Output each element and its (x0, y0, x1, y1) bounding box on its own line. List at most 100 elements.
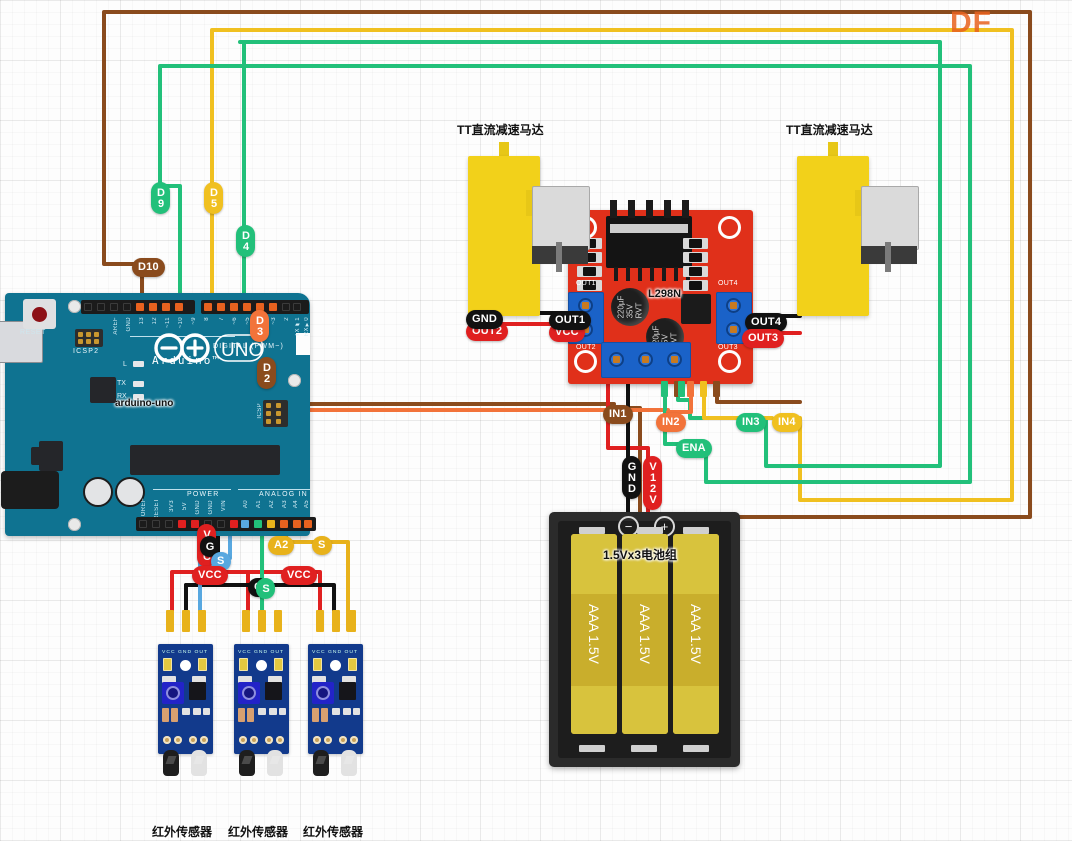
pin-vcc[interactable] (242, 610, 250, 632)
freewheel-diode (577, 266, 602, 277)
wire-tag-out4[interactable]: OUT4 (745, 313, 788, 332)
logic-pin-enb[interactable] (713, 381, 720, 397)
digital-header-low[interactable] (201, 300, 309, 314)
terminal-screw-5v[interactable] (667, 352, 682, 367)
wire-tag-out3[interactable]: OUT3 (742, 329, 785, 348)
freewheel-diode (683, 238, 708, 249)
reset-button[interactable] (23, 299, 56, 329)
smd-cap (238, 708, 245, 722)
pin-vcc[interactable] (166, 610, 174, 632)
heatsink-fin (682, 200, 689, 218)
ir-sensor-2[interactable]: VCC GND OUT (234, 610, 289, 776)
smd-resistor (279, 708, 286, 715)
pin-gnd[interactable] (182, 610, 190, 632)
wire-tag-in4[interactable]: IN4 (772, 413, 802, 432)
sensor1-caption: 红外传感器 (152, 825, 213, 839)
terminal-screw[interactable] (578, 298, 593, 313)
ir-emitter-led (313, 750, 329, 776)
wire-tag-a2[interactable]: A2 (268, 536, 295, 555)
wire-tag-ena[interactable]: ENA (676, 439, 712, 458)
terminal-screw-12v[interactable] (609, 352, 624, 367)
ir-sensor-3[interactable]: VCC GND OUT (308, 610, 363, 776)
wire-tag-in2[interactable]: IN2 (656, 413, 686, 432)
arduino-board-name: arduino-uno (115, 398, 174, 409)
logic-pin-ena[interactable] (661, 381, 668, 397)
digital-header-high[interactable] (81, 300, 195, 314)
heatsink-fin (628, 200, 635, 218)
pin-label-d3: ~3 (271, 317, 277, 325)
terminal-screw[interactable] (726, 322, 741, 337)
wire-tag-s-b[interactable]: S (256, 578, 275, 599)
wire-tag-d3[interactable]: D3 (250, 310, 269, 342)
pin-label-rx0: RX▼0 (304, 317, 310, 337)
pin-out[interactable] (348, 610, 356, 632)
wire-tag-gnd-motor-left[interactable]: GND (466, 310, 504, 329)
digital-silk-rule (130, 336, 235, 337)
wire-tag-vcc-b[interactable]: VCC (192, 566, 228, 585)
sensor-pin-header[interactable] (166, 610, 206, 632)
power-header[interactable] (136, 517, 246, 531)
terminal-screw[interactable] (726, 298, 741, 313)
wire-tag-s-c[interactable]: S (312, 536, 332, 555)
l298n-motor-driver-board[interactable]: 220µF 35V RVT 220µF 35V RVT OUT1 OUT2 O (568, 200, 753, 397)
power-led (163, 658, 172, 671)
battery-holder[interactable]: − + AAA 1.5V AAA 1.5V AAA 1.5V 1.5Vx3电池组 (549, 512, 740, 767)
potentiometer[interactable] (312, 682, 334, 704)
cell-top (622, 534, 668, 594)
icsp-header[interactable] (263, 400, 288, 427)
logic-pin-in1[interactable] (674, 381, 681, 397)
pin-out[interactable] (274, 610, 282, 632)
wire-tag-vcc-c[interactable]: VCC (281, 566, 317, 585)
logic-pin-in2[interactable] (687, 381, 694, 397)
wire-tag-d5[interactable]: D5 (204, 182, 223, 214)
motor-gearbox (468, 156, 540, 316)
power-led (313, 658, 322, 671)
motor-shaft (499, 142, 509, 160)
motor-mount-tab (855, 190, 865, 216)
mounting-hole (288, 374, 301, 387)
motor-can (861, 186, 919, 250)
wire-tag-v12v[interactable]: V12V (643, 456, 662, 510)
wire-tag-gnd-batt[interactable]: GND (622, 456, 641, 499)
ir-receiver-led (341, 750, 357, 776)
analog-header[interactable] (238, 517, 316, 531)
wire-tag-g-a[interactable]: G (200, 536, 219, 557)
logic-pin-in4[interactable] (700, 381, 707, 397)
heatsink-fin (664, 200, 671, 218)
logic-pin-in3[interactable] (678, 381, 685, 397)
icsp-label: ICSP (257, 403, 263, 419)
pin-gnd[interactable] (332, 610, 340, 632)
pin-vcc[interactable] (316, 610, 324, 632)
pin-gnd[interactable] (258, 610, 266, 632)
wire-tag-in3[interactable]: IN3 (736, 413, 766, 432)
terminal-screw-gnd[interactable] (638, 352, 653, 367)
silk-out4: OUT4 (718, 280, 738, 287)
battery-cell: AAA 1.5V (673, 534, 719, 734)
battery-cell: AAA 1.5V (622, 534, 668, 734)
icsp2-label: ICSP2 (73, 348, 100, 355)
motor-gearbox (797, 156, 869, 316)
sensor-pin-header[interactable] (242, 610, 282, 632)
digital-silk-label: DIGITAL (PWM~) (213, 343, 285, 350)
wire-tag-d4[interactable]: D4 (236, 225, 255, 257)
wire-tag-d10[interactable]: D10 (132, 258, 165, 277)
potentiometer[interactable] (162, 682, 184, 704)
icsp2-header[interactable] (75, 329, 103, 347)
motor-can (532, 186, 590, 250)
wire-d4-in3 (238, 40, 942, 468)
wire-tag-in1[interactable]: IN1 (603, 405, 633, 424)
ic-pin (674, 267, 678, 281)
smd-cap (162, 708, 169, 722)
pin-out[interactable] (198, 610, 206, 632)
wire-tag-d2[interactable]: D2 (257, 357, 276, 389)
sensor-pin-header[interactable] (316, 610, 356, 632)
cell-bottom (622, 686, 668, 734)
smd-cap (247, 708, 254, 722)
power-terminal-12v-gnd-5v[interactable] (601, 342, 691, 378)
ir-sensor-1[interactable]: VCC GND OUT (158, 610, 213, 776)
wire-tag-out1[interactable]: OUT1 (549, 311, 592, 330)
potentiometer[interactable] (238, 682, 260, 704)
pin-label-a0: A0 (243, 500, 249, 509)
wire-tag-d9[interactable]: D9 (151, 182, 170, 214)
